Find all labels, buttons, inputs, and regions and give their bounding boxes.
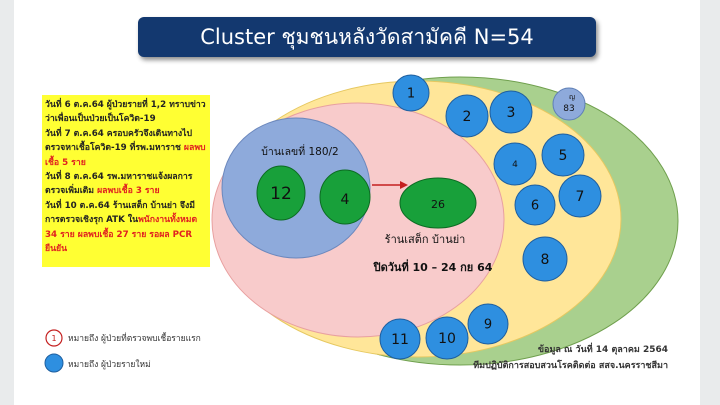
footer-date: ข้อมูล ณ วันที่ 14 ตุลาคม 2564 — [538, 342, 668, 355]
case-node-label: 11 — [391, 332, 409, 348]
case-node-4: 4 — [493, 142, 537, 186]
case-node-circle — [425, 316, 469, 360]
case-node-6: 6 — [514, 184, 556, 226]
node-26: 26 — [399, 177, 477, 229]
node-12: 12 — [256, 165, 306, 221]
case-node-circle — [467, 303, 509, 345]
timeline-text: ผลพบเชื้อ 3 ราย — [97, 186, 160, 197]
case-node-3: 3 — [489, 90, 533, 134]
case-node-circle — [445, 94, 489, 138]
case-node-9: 9 — [467, 303, 509, 345]
node-83-label: 83 — [563, 104, 574, 114]
closed-period-label: ปิดวันที่ 10 – 24 กย 64 — [373, 259, 493, 274]
arrow-head — [400, 181, 408, 189]
node-12-label: 12 — [270, 184, 292, 204]
node-house-4-label: 4 — [341, 192, 350, 208]
node-83-sub: ญ — [569, 93, 575, 101]
node-house-4: 4 — [319, 169, 371, 225]
node-83: ญ 83 — [552, 87, 586, 121]
case-node-circle — [379, 318, 421, 360]
case-node-label: 7 — [576, 189, 585, 205]
case-node-label: 2 — [463, 109, 472, 125]
case-node-circle — [522, 236, 568, 282]
legend-first-case: 1 หมายถึง ผู้ป่วยที่ตรวจพบเชื้อรายแรก — [45, 329, 201, 347]
legend-first-text: หมายถึง ผู้ป่วยที่ตรวจพบเชื้อรายแรก — [68, 332, 201, 344]
legend-first-marker: 1 — [51, 334, 56, 343]
case-node-circle — [558, 174, 602, 218]
timeline-text: พนักงานทั้งหมด 34 ราย ผลพบเชื้อ 27 ราย ร… — [45, 215, 198, 255]
case-node-circle — [514, 184, 556, 226]
case-node-label: 6 — [531, 199, 539, 214]
case-node-circle — [493, 142, 537, 186]
timeline-entry: วันที่ 6 ต.ค.64 ผู้ป่วยรายที่ 1,2 ทราบข่… — [45, 98, 207, 127]
node-26-label: 26 — [431, 198, 445, 211]
timeline-entry: วันที่ 7 ต.ค.64 ครอบครัวจึงเดินทางไปตรวจ… — [45, 127, 207, 170]
case-node-label: 5 — [559, 148, 568, 164]
case-node-11: 11 — [379, 318, 421, 360]
case-node-label: 8 — [541, 252, 550, 268]
timeline-text: วันที่ 10 ต.ค.64 ร้านเสต็ก บ้านย่า จึงมี… — [45, 200, 195, 226]
case-node-circle — [541, 133, 585, 177]
case-node-2: 2 — [445, 94, 489, 138]
timeline-text: วันที่ 8 ต.ค.64 รพ.มหาราชแจ้งผลการตรวจเพ… — [45, 172, 193, 197]
case-node-7: 7 — [558, 174, 602, 218]
case-node-label: 3 — [507, 105, 516, 121]
case-node-label: 4 — [512, 160, 518, 170]
case-node-8: 8 — [522, 236, 568, 282]
page-title: Cluster ชุมชนหลังวัดสามัคคี N=54 — [138, 17, 596, 57]
timeline-text: ผลพบเชื้อ 5 ราย — [45, 143, 206, 168]
case-node-1: 1 — [392, 74, 430, 112]
case-node-10: 10 — [425, 316, 469, 360]
legend-new-text: หมายถึง ผู้ป่วยรายใหม่ — [68, 359, 151, 370]
footer-team: ทีมปฏิบัติการสอบสวนโรคติดต่อ สสจ.นครราชส… — [473, 359, 668, 371]
timeline-box: วันที่ 6 ต.ค.64 ผู้ป่วยรายที่ 1,2 ทราบข่… — [42, 95, 210, 267]
house-label: บ้านเลขที่ 180/2 — [261, 144, 338, 158]
case-node-circle — [489, 90, 533, 134]
timeline-text: วันที่ 7 ต.ค.64 ครอบครัวจึงเดินทางไปตรวจ… — [45, 128, 192, 154]
restaurant-label: ร้านเสต็ก บ้านย่า — [385, 232, 466, 246]
case-node-label: 1 — [407, 87, 415, 102]
timeline-entry: วันที่ 10 ต.ค.64 ร้านเสต็ก บ้านย่า จึงมี… — [45, 199, 207, 257]
case-node-circle — [392, 74, 430, 112]
new-case-nodes: 1 2 3 4 5 6 7 8 9 10 11 — [379, 74, 602, 360]
case-node-label: 9 — [484, 318, 492, 333]
case-node-5: 5 — [541, 133, 585, 177]
timeline-entry: วันที่ 8 ต.ค.64 รพ.มหาราชแจ้งผลการตรวจเพ… — [45, 170, 207, 199]
legend-new-case: หมายถึง ผู้ป่วยรายใหม่ — [44, 353, 151, 373]
timeline-text: วันที่ 6 ต.ค.64 ผู้ป่วยรายที่ 1,2 ทราบข่… — [45, 100, 206, 125]
case-node-label: 10 — [438, 331, 456, 347]
